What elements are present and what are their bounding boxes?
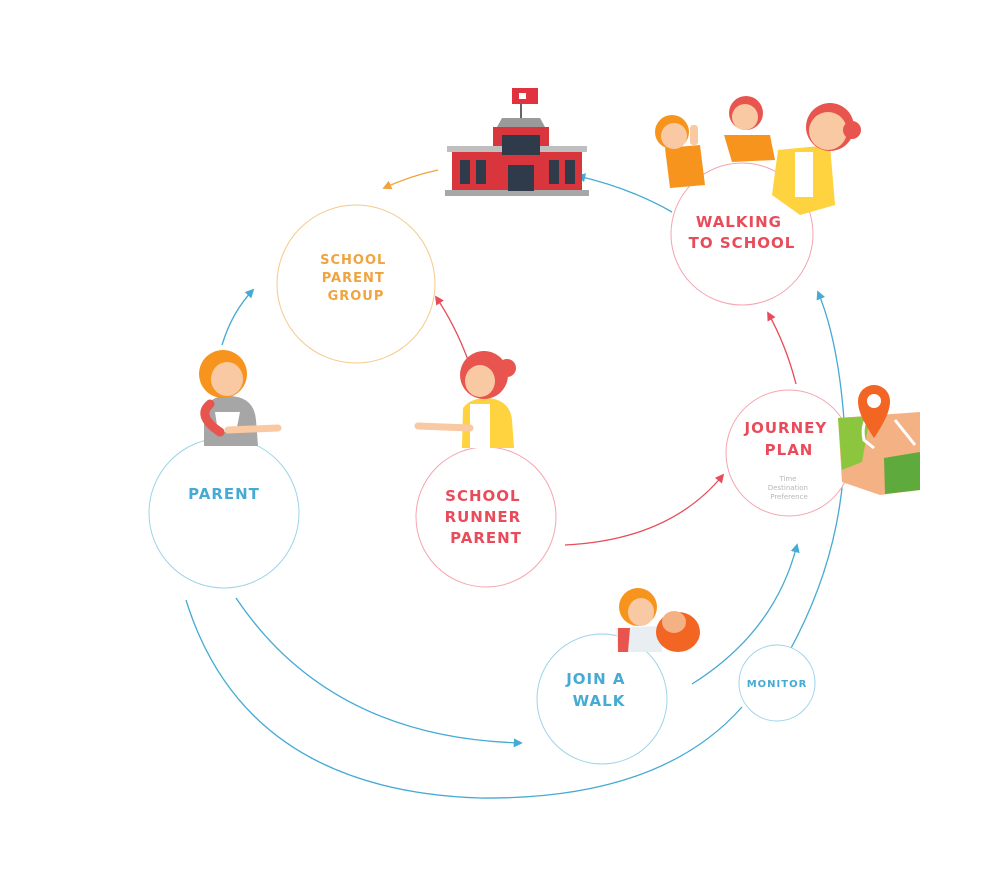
journey-plan-details: Time Destination Preference [768,475,810,501]
arrow-parent-to-monitor [185,599,743,799]
arrow-group-to-school [382,169,439,190]
school-runner-parent-label: SCHOOL RUNNER PARENT [445,487,528,547]
walking-family-icon [655,96,861,215]
parent-label: PARENT [188,485,260,503]
node-labels: SCHOOL PARENT GROUP WALKING TO SCHOOL PA… [188,213,834,710]
parent-woman-icon [199,350,282,446]
parent-circle [148,437,300,589]
arrow-plan-to-walking [767,311,797,385]
arrow-runner-to-plan [564,473,725,546]
arrow-parent-to-group [221,288,255,346]
arrow-parent-to-join [235,597,523,748]
journey-plan-label: JOURNEY PLAN [744,419,834,459]
connectors [185,169,846,799]
join-a-walk-circle [536,633,668,765]
walking-to-school-label: WALKING TO SCHOOL [689,213,796,252]
arrow-walking-to-school [576,173,673,213]
school-parent-group-label: SCHOOL PARENT GROUP [320,253,392,304]
join-a-walk-label: JOIN A WALK [565,670,632,710]
school-parent-group-circle [276,204,436,364]
school-building-icon [445,88,589,196]
monitor-circle [738,644,816,722]
map-pin-icon [838,385,920,495]
monitor-label: MONITOR [747,679,808,690]
child-with-bag-icon [616,588,700,652]
runner-parent-woman-icon [414,351,516,448]
node-circles [148,162,853,765]
arrow-join-to-plan [691,543,800,685]
arrow-runner-to-group [434,295,469,361]
